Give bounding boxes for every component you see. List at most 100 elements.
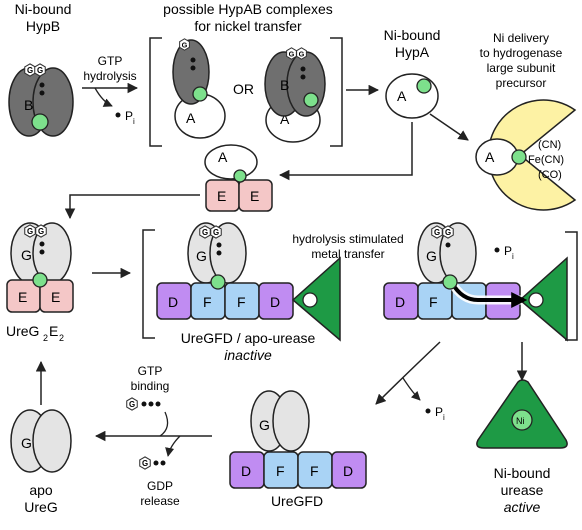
svg-text:Ni-bound: Ni-bound [15,1,72,17]
svg-text:F: F [429,294,438,310]
svg-text:UreGFD: UreGFD [271,493,323,509]
svg-text:P: P [435,405,443,419]
svg-text:UreGFD / apo-urease: UreGFD / apo-urease [181,330,316,346]
hypab-complexes-title: possible HypAB complexes for nickel tran… [163,1,333,34]
metal-transfer-complex: G D F [383,222,568,342]
right-bracket-2 [565,231,578,341]
svg-text:F: F [203,294,212,310]
nickel-ion [31,113,49,131]
svg-text:P: P [504,244,512,258]
svg-text:D: D [168,294,178,310]
svg-text:G: G [259,417,270,433]
released-pi-center: P i [425,405,445,422]
svg-text:F: F [276,463,285,479]
arrow-to-uregfd [375,341,441,405]
svg-text:hydrolysis stimulated: hydrolysis stimulated [292,232,403,246]
svg-text:A: A [186,110,196,126]
hypab-complex-option-2: A B [264,47,326,143]
svg-text:2: 2 [43,333,48,343]
svg-text:GTP: GTP [138,364,163,378]
svg-text:(CO): (CO) [538,169,562,181]
arrow-to-hydrogenase [429,113,469,141]
hydrogenase-large-subunit: (CN) Fe(CN) (CO) A [475,99,577,211]
svg-text:HypB: HypB [26,18,60,34]
svg-text:B: B [24,97,33,113]
ni-bound-hypb-label: Ni-bound HypB [15,1,72,34]
hypb-dimer: B [8,63,74,137]
svg-text:GTP: GTP [98,54,123,68]
svg-text:D: D [395,294,405,310]
uregfd-apo-urease-label: UreGFD / apo-urease inactive [181,330,316,363]
svg-text:Fe(CN): Fe(CN) [528,154,564,166]
gdp-release: GDP release [139,435,181,508]
svg-text:G: G [196,248,207,264]
svg-text:apo: apo [29,482,53,498]
svg-text:D: D [343,463,353,479]
svg-text:D: D [241,463,251,479]
svg-text:G: G [21,435,32,451]
svg-text:hydrolysis: hydrolysis [83,69,136,83]
svg-text:A: A [218,149,228,165]
svg-text:Ni-bound: Ni-bound [494,465,551,481]
svg-text:Ni-bound: Ni-bound [384,27,441,43]
svg-text:HypA: HypA [395,44,430,60]
svg-text:(CN): (CN) [538,139,561,151]
svg-text:to hydrogenase: to hydrogenase [480,46,563,60]
svg-text:A: A [397,88,407,104]
svg-text:E: E [18,289,27,305]
svg-text:inactive: inactive [224,347,272,363]
svg-text:A: A [280,111,290,127]
svg-text:i: i [443,413,445,422]
apo-ureg: G apo UreG [10,409,72,515]
svg-text:binding: binding [131,379,170,393]
uregfd-complex: G D F F D UreGFD [229,390,367,509]
svg-text:F: F [310,463,319,479]
svg-text:active: active [504,499,541,515]
hydrolysis-stimulated-label: hydrolysis stimulated metal transfer [292,232,403,261]
svg-text:E: E [217,188,226,204]
ni-bound-hypa: Ni-bound HypA A [384,27,441,119]
svg-text:Ni: Ni [516,416,525,426]
svg-text:urease: urease [501,482,544,498]
svg-text:E: E [51,289,60,305]
uregfd-apo-urease-complex: G D F F D [156,222,341,342]
left-bracket-2 [142,229,155,339]
svg-text:A: A [485,149,495,165]
svg-text:E: E [250,188,259,204]
svg-text:UreG: UreG [6,323,39,339]
svg-text:possible HypAB complexes: possible HypAB complexes [163,1,333,17]
svg-text:D: D [270,294,280,310]
svg-text:G: G [426,248,437,264]
svg-text:E: E [49,323,58,339]
svg-text:precursor: precursor [496,76,547,90]
ni-bound-urease: Ni Ni-bound urease active [476,379,568,515]
svg-text:i: i [133,117,135,126]
svg-text:for nickel transfer: for nickel transfer [194,18,302,34]
svg-text:P: P [125,109,133,123]
svg-text:F: F [237,294,246,310]
svg-text:B: B [280,77,289,93]
ni-delivery-label: Ni delivery to hydrogenase large subunit… [480,31,563,90]
svg-text:release: release [140,494,180,508]
right-bracket [330,37,343,147]
svg-text:G: G [21,247,32,263]
ureg2e2-complex: G E E [6,222,74,313]
ureg2e2-label: UreG 2 E 2 [6,323,64,343]
svg-text:Ni delivery: Ni delivery [493,31,549,45]
svg-text:GDP: GDP [147,479,173,493]
arrow-to-ureg2e2 [64,194,200,220]
arrow-hypa-to-uree [278,122,413,181]
hypab-complex-option-1: A [172,38,226,139]
or-label: OR [233,81,254,97]
svg-text:metal transfer: metal transfer [311,247,384,261]
left-bracket [149,37,162,147]
gtp-binding: GTP binding [126,364,170,437]
svg-text:2: 2 [59,333,64,343]
released-pi-right: P i [494,244,514,261]
hypa-uree2-complex: E E A [204,144,273,212]
gtp-hydrolysis-step: GTP hydrolysis P i [82,54,139,126]
svg-text:large subunit: large subunit [487,61,556,75]
svg-text:i: i [512,252,514,261]
